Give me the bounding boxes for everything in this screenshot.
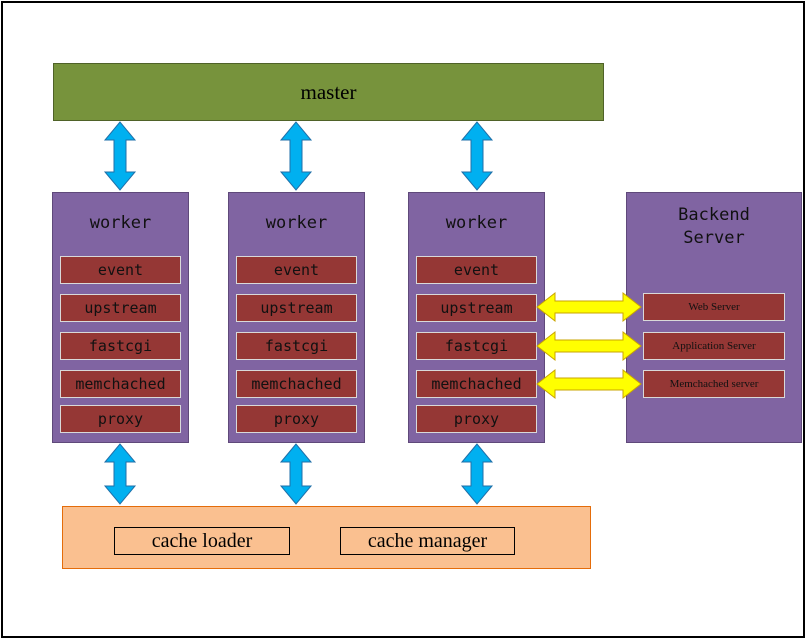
double-arrow-icon (279, 121, 313, 191)
module-proxy: proxy (60, 405, 181, 433)
module-memchached: memchached (416, 370, 537, 398)
application-server: Application Server (643, 332, 785, 360)
module-memchached: memchached (60, 370, 181, 398)
horizontal-double-arrow-icon (536, 330, 642, 362)
module-fastcgi: fastcgi (236, 332, 357, 360)
module-proxy: proxy (236, 405, 357, 433)
module-fastcgi: fastcgi (60, 332, 181, 360)
backend-title-line-2: Server (683, 228, 745, 248)
worker-cache-arrows (103, 443, 494, 505)
double-arrow-icon (103, 121, 137, 191)
worker-title: worker (265, 213, 328, 233)
master-worker-arrows (103, 121, 494, 191)
module-upstream: upstream (60, 294, 181, 322)
double-arrow-icon (460, 121, 494, 191)
module-proxy: proxy (416, 405, 537, 433)
module-event: event (236, 256, 357, 284)
module-upstream: upstream (416, 294, 537, 322)
cache-manager: cache manager (340, 527, 515, 555)
module-event: event (60, 256, 181, 284)
backend-title-line-1: Backend (678, 205, 750, 225)
worker-title: worker (89, 213, 152, 233)
backend-title: Backend Server (627, 204, 801, 250)
double-arrow-icon (460, 443, 494, 505)
module-fastcgi: fastcgi (416, 332, 537, 360)
module-event: event (416, 256, 537, 284)
worker-title: worker (445, 213, 508, 233)
horizontal-double-arrow-icon (536, 291, 642, 323)
cache-process: cache loader cache manager (62, 506, 591, 569)
double-arrow-icon (103, 443, 137, 505)
worker-process-3: worker event upstream fastcgi memchached… (408, 192, 545, 443)
master-process: master (53, 63, 604, 121)
memchached-server: Memchached server (643, 370, 785, 398)
master-label: master (300, 79, 357, 104)
worker-backend-arrows (536, 291, 642, 400)
module-upstream: upstream (236, 294, 357, 322)
backend-server: Backend Server Web Server Application Se… (626, 192, 802, 443)
worker-process-1: worker event upstream fastcgi memchached… (52, 192, 189, 443)
double-arrow-icon (279, 443, 313, 505)
module-memchached: memchached (236, 370, 357, 398)
worker-process-2: worker event upstream fastcgi memchached… (228, 192, 365, 443)
web-server: Web Server (643, 293, 785, 321)
horizontal-double-arrow-icon (536, 368, 642, 400)
cache-loader: cache loader (114, 527, 290, 555)
